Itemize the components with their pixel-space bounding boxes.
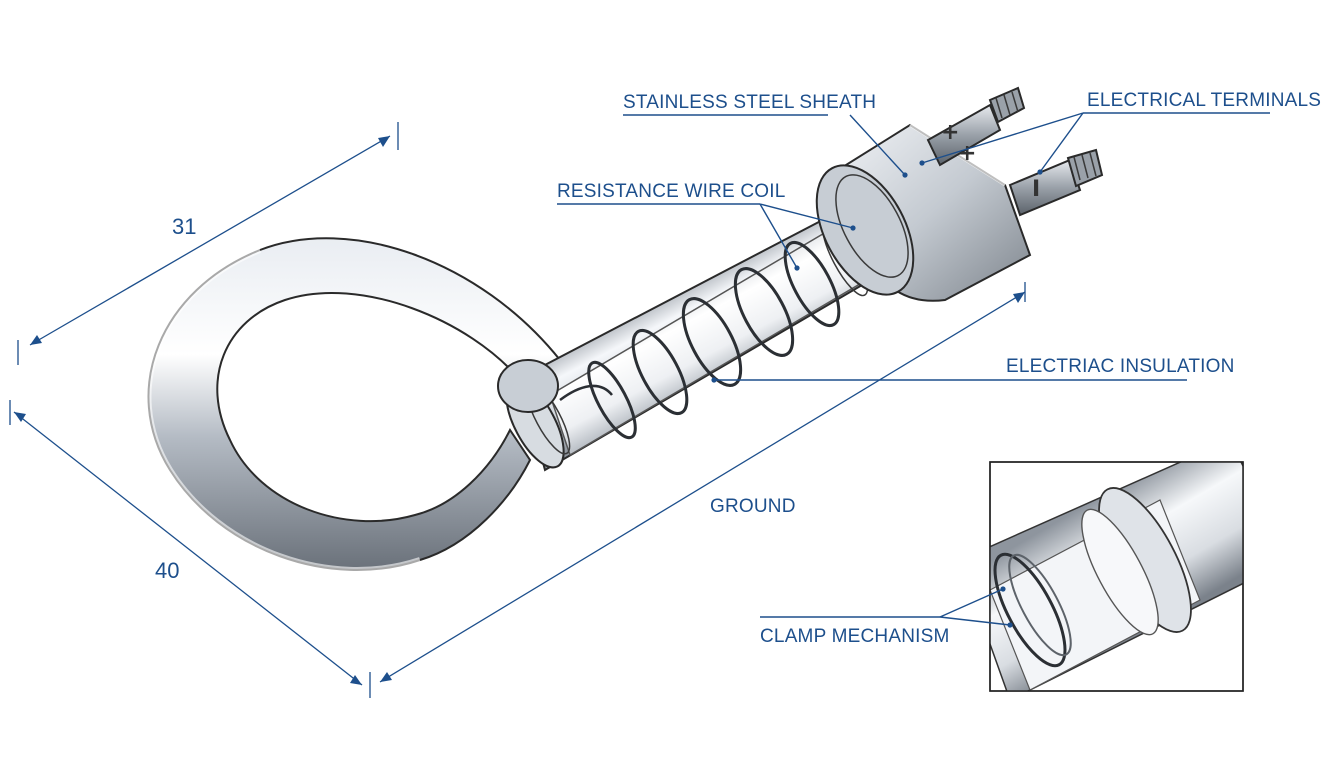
dimension-lines <box>9 122 1026 698</box>
label-clamp-mechanism: CLAMP MECHANISM <box>760 626 950 647</box>
terminal-posts: + + I <box>926 86 1104 217</box>
label-electrical-terminals: ELECTRICAL TERMINALS <box>1087 90 1321 111</box>
positive-terminal-symbol: + <box>941 120 959 145</box>
positive-terminal-symbol-secondary: + <box>958 141 976 166</box>
resistance-wire-coil <box>559 241 841 440</box>
label-resistance-wire-coil: RESISTANCE WIRE COIL <box>557 181 786 202</box>
leader-lines <box>557 112 1270 383</box>
label-electrical-insulation: ELECTRIAC INSULATION <box>1006 356 1235 377</box>
dimension-width-label: 31 <box>172 214 196 239</box>
dimension-length-label: 40 <box>155 558 179 583</box>
label-stainless-steel-sheath: STAINLESS STEEL SHEATH <box>623 92 876 113</box>
clamp-detail-inset <box>989 461 1244 692</box>
negative-terminal-symbol: I <box>1032 177 1040 202</box>
label-ground: GROUND <box>710 496 796 517</box>
clamp-leader-lines <box>760 586 1013 628</box>
terminal-block <box>815 123 1032 302</box>
u-bend-tube <box>145 237 562 573</box>
